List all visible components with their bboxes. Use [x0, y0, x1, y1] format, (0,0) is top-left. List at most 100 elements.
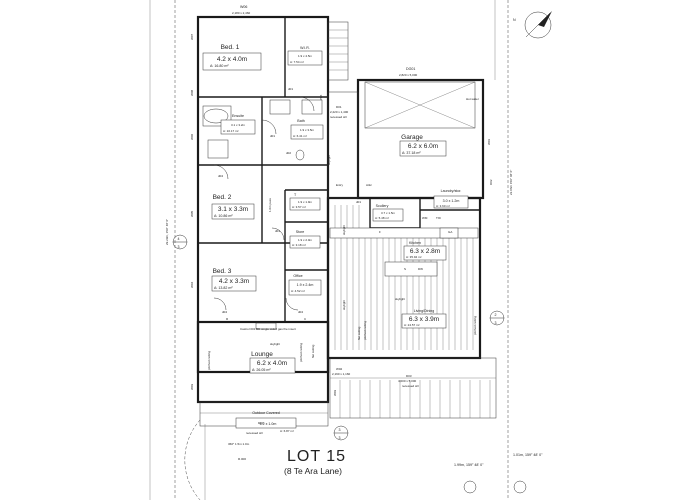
room-area: A: 3.18 m²: [292, 243, 306, 247]
window-w02-dims: 2,190 x 1,160: [332, 372, 351, 376]
room-size: 4.2 x 4.0m: [217, 56, 247, 63]
note-pitched-ceiling: pitched ceiling: [363, 321, 367, 340]
note-pitched-ceiling: pitched ceiling: [299, 343, 303, 362]
room-bed1: Bed. 1 4.2 x 4.0m A: 16.80 m²: [202, 44, 262, 71]
note-skylight: skylight: [395, 297, 405, 301]
window-w06: W06: [240, 5, 247, 9]
room-store: Store 1.9 x 2.0m A: 3.18 m²: [289, 230, 321, 249]
room-name: Lounge: [251, 351, 273, 358]
door-d03b: D03: [258, 421, 264, 425]
room-bed3: Bed. 3 4.2 x 3.3m A: 13.82 m²: [211, 268, 257, 292]
room-size: 1.9 x 3.5m: [300, 128, 315, 132]
note-fire: Castrol 001 BD single sided gas fire ins…: [240, 327, 296, 331]
door-d01-dims: 2,220 x 1,400: [330, 110, 349, 114]
door-label: d01: [270, 134, 275, 138]
room-size: 1.9 x 4.5m: [298, 54, 313, 58]
room-name: Kitchen: [409, 241, 421, 245]
note-attic: Attic: [366, 183, 372, 187]
window-w02: W02: [336, 367, 343, 371]
window-w03b: W03: [333, 390, 337, 397]
room-area: A: 10.17 m²: [223, 129, 239, 133]
room-living: Living/Dining 6.3 x 3.9m A: 24.57 m²: [401, 309, 447, 329]
window-w06-dims: 2,180 x 2,460: [232, 11, 251, 15]
room-size: 1.9 x 2.4m: [297, 283, 314, 287]
north-label: N: [513, 18, 516, 22]
room-kitchen: Kitchen 6.3 x 2.8m A: 35.94 m²: [403, 241, 447, 261]
note-skylight: skylight: [342, 225, 346, 235]
room-bath: Bath 1.9 x 3.5m A: 6.41 m²: [290, 119, 324, 140]
room-size: 3.0 x 1.2m: [443, 199, 460, 203]
bathtub: [203, 108, 229, 124]
svg-text:4: 4: [178, 237, 180, 241]
boundary-peg-left: [463, 480, 477, 494]
shower-ensuite: [207, 139, 229, 159]
room-office: Office 1.9 x 2.4m A: 4.52 m²: [288, 274, 322, 296]
note-wm: WM: [422, 216, 428, 220]
door-swing-ensuite: [261, 119, 277, 135]
section-marker-bottom: 3 3: [333, 425, 349, 441]
room-size: 1.9 x 1.9m: [298, 200, 313, 204]
kitchen-island: [384, 261, 438, 277]
garage-door-cross-b: [364, 81, 476, 129]
window-w01: W01: [487, 139, 491, 146]
room-name: Laundry/stor.: [441, 189, 462, 193]
note-dw: DW: [418, 267, 423, 271]
room-area: A: 37.18 m²: [402, 151, 421, 155]
note-flat-ceiling: flat ceiling: [311, 344, 315, 358]
window-dg01-dims: 2,820 x 5,000: [399, 73, 418, 77]
note-f: F: [379, 230, 381, 234]
window-w04: W04: [190, 282, 194, 289]
svg-text:3: 3: [339, 436, 341, 440]
room-area: A: 4.52 m²: [291, 289, 305, 293]
boundary-note-left: 29.29m, 159° 48' 0": [165, 219, 169, 245]
room-garage: Garage 6.2 x 6.0m A: 37.18 m²: [399, 134, 447, 157]
lot-address: (8 Te Ara Lane): [284, 466, 342, 476]
room-name: W.I.R.: [300, 46, 310, 50]
door-label: d04: [298, 310, 303, 314]
door-label: d01: [275, 229, 280, 233]
door-d01: D01: [336, 105, 342, 109]
gas-fire: [255, 322, 277, 330]
room-ensuite: Ensuite 3.1 x 3.2m A: 10.17 m²: [220, 114, 256, 135]
room-size: 3.7 x 1.5m: [381, 211, 396, 215]
section-marker-left: 4 3: [172, 234, 188, 250]
note-skylight: skylight: [327, 155, 331, 165]
room-size: 3.1 x 3.2m: [231, 123, 246, 127]
room-size: 6.2 x 6.0m: [408, 143, 438, 150]
room-name: Bed. 1: [221, 44, 240, 51]
setback-note: 360° 1.5m 1.0m: [228, 442, 250, 446]
room-size: 6.3 x 3.9m: [409, 316, 439, 323]
room-name: Living/Dining: [414, 309, 435, 313]
room-name: Scullery: [376, 204, 389, 208]
door-d02: D02: [489, 179, 493, 185]
room-name: Outdoor Covered: [252, 411, 280, 415]
svg-text:3: 3: [495, 321, 497, 325]
room-wc: T 1.9 x 1.9m A: 3.57 m²: [289, 193, 321, 211]
room-area: A: 5.48 m²: [375, 216, 389, 220]
door-label: d01: [356, 200, 361, 204]
kitchen-appliance: [439, 227, 459, 239]
lot-label: LOT 15: [287, 448, 347, 465]
room-outdoor: Outdoor Covered 6.2 x 1.0m A: 6.87 m²: [235, 411, 297, 433]
vanity: [269, 99, 291, 115]
note-entry: Entry: [336, 183, 344, 187]
window-dg01: DG01: [406, 67, 415, 71]
boundary-peg-right: [513, 480, 527, 494]
door-swing-bed2: [213, 164, 229, 180]
svg-text:3: 3: [178, 245, 180, 249]
room-bed2: Bed. 2 3.1 x 3.3m A: 10.86 m²: [211, 194, 255, 220]
north-arrow: N: [513, 11, 552, 39]
door-d03: D03: [406, 374, 412, 378]
note-td: T/D: [436, 216, 442, 220]
entry-hallway: [327, 91, 359, 199]
room-size: 6.2 x 1.0m: [260, 422, 277, 426]
setback-arc: [184, 419, 290, 500]
window-w03: W03: [190, 384, 194, 391]
door-label: d04: [222, 310, 227, 314]
note-hws: Hot water: [466, 97, 479, 101]
room-area: A: 10.86 m²: [214, 214, 233, 218]
section-marker-right: 2 3: [489, 310, 505, 326]
note-skylight: skylight: [342, 300, 346, 310]
note-recessed: recessed sill: [246, 431, 263, 435]
